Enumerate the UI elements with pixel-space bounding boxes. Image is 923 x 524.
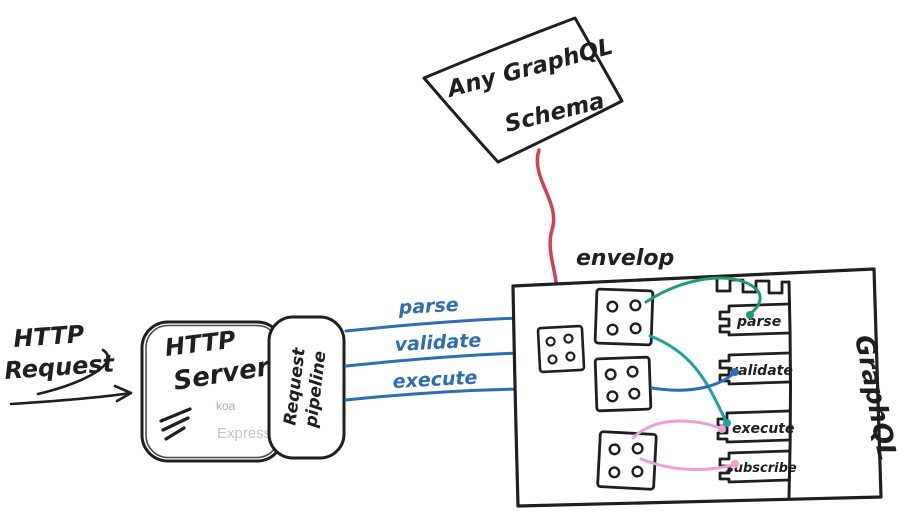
wire-teal-to-execute [648, 334, 728, 423]
wire-green-to-parse [644, 276, 762, 315]
schema-card: Any GraphQL Schema [422, 16, 624, 164]
edge-validate-label: validate [394, 329, 482, 356]
koa-label: koa [216, 399, 236, 413]
edge-execute-line [344, 387, 521, 402]
slot-subscribe-label: subscribe [726, 461, 797, 476]
edge-parse-line [344, 316, 521, 333]
comb-spine [787, 280, 792, 499]
plugin-box-small-icon [536, 324, 586, 374]
edge-execute-label: execute [392, 367, 478, 393]
pipeline-edges: parse validate execute [344, 294, 525, 402]
request-arrow-head [113, 384, 133, 403]
http-request-label: HTTP Request [3, 320, 116, 385]
request-arrow-icon [9, 348, 133, 406]
slot-validate-label: validate [729, 363, 793, 379]
wire-blue-to-validate [650, 372, 735, 392]
request-arrow-shaft [9, 391, 132, 406]
plugin-wires [631, 276, 762, 471]
bolt-scribble-icon [159, 407, 192, 441]
slot-execute-label: execute [732, 421, 794, 437]
wire-green-dot [746, 311, 754, 319]
edge-validate-line [344, 351, 521, 368]
express-label: Express [217, 425, 271, 442]
schema-card-outline [422, 16, 624, 164]
request-arrow-hook [36, 348, 110, 396]
wire-pink-to-subscribe [639, 457, 735, 471]
slot-parse-tooth [718, 302, 791, 337]
slot-subscribe-tooth [718, 449, 791, 484]
wire-blue-dot [731, 368, 739, 376]
http-request-line1: HTTP [12, 320, 85, 353]
wire-pink-subscribe-dot [731, 460, 739, 468]
http-request-line2: Request [3, 349, 116, 385]
slot-validate-tooth [718, 351, 791, 386]
request-pipeline-box: Request pipeline [267, 315, 346, 460]
slot-execute-tooth [716, 409, 791, 444]
wire-pink-to-execute [631, 419, 722, 440]
envelop-container: envelop parse validate execute subscribe… [511, 246, 902, 508]
comb-crenellation [715, 277, 791, 295]
envelop-title: envelop [576, 246, 674, 271]
wire-pink-execute-dot [718, 425, 726, 433]
wire-teal-dot [723, 419, 731, 427]
plugin-box-middle-icon [593, 355, 653, 413]
slot-parse-label: parse [736, 314, 781, 330]
edge-parse-label: parse [397, 294, 459, 319]
plugin-box-bottom-icon [596, 430, 658, 491]
http-server-box: HTTP Server koa Express [140, 320, 285, 463]
request-pipeline-outline [267, 315, 346, 460]
plugin-box-top-icon [593, 287, 655, 347]
